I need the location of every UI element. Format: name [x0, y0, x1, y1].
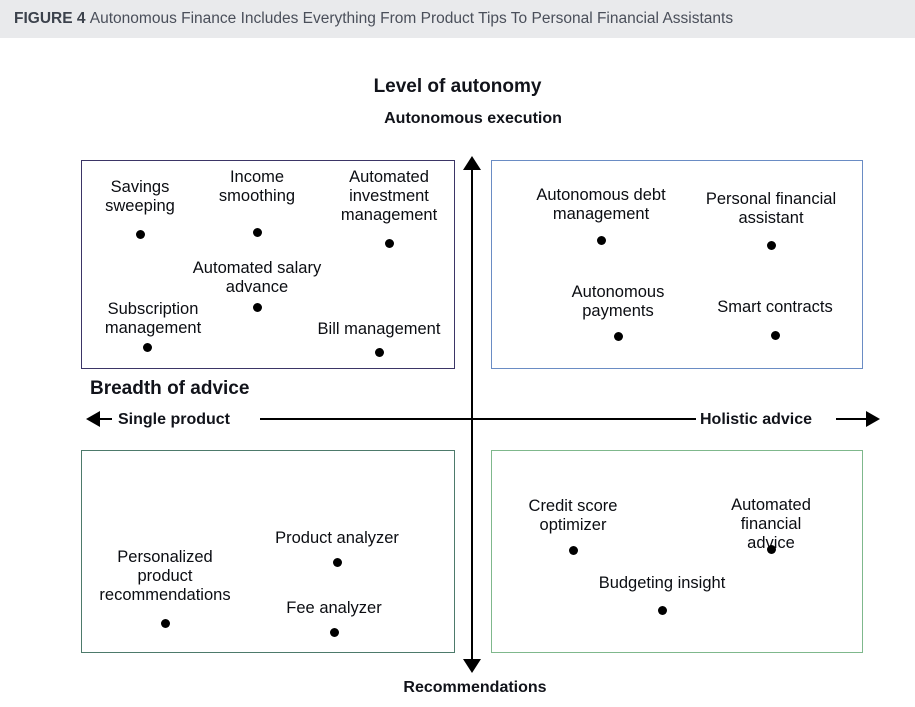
data-point-marker: [766, 544, 776, 554]
data-point-marker: [135, 229, 145, 239]
data-point: Autonomous debt management: [536, 186, 665, 224]
data-point-label: Product analyzer: [275, 529, 399, 547]
data-point: Fee analyzer: [286, 599, 381, 618]
data-point-label: Subscription management: [104, 300, 202, 337]
data-point-marker: [374, 347, 384, 357]
vertical-axis-bottom-label: Recommendations: [403, 679, 547, 696]
horizontal-axis-left-label: Single product: [118, 411, 230, 428]
data-point-label: Personal financial assistant: [705, 190, 837, 227]
arrow-right-icon: [866, 411, 880, 427]
data-point-marker: [332, 557, 342, 567]
horizontal-axis-right-label: Holistic advice: [700, 411, 813, 428]
data-point: Bill management: [318, 320, 441, 339]
figure-header-title: FIGURE 4 Autonomous Finance Includes Eve…: [14, 0, 733, 38]
data-point-label: Savings sweeping: [105, 178, 175, 215]
axis-label-gap-right: [696, 408, 836, 430]
data-point-label: Automated salary advance: [192, 259, 322, 296]
data-point: Smart contracts: [717, 298, 833, 317]
quadrant-top-left: [81, 160, 455, 369]
data-point: Automated salary advance: [193, 259, 321, 297]
figure-title-text: Autonomous Finance Includes Everything F…: [89, 10, 734, 27]
arrow-up-icon: [463, 156, 481, 170]
data-point-marker: [142, 342, 152, 352]
data-point-label: Credit score optimizer: [528, 497, 618, 534]
arrow-left-icon: [86, 411, 100, 427]
vertical-axis-top-label: Autonomous execution: [384, 110, 562, 127]
data-point: Personal financial assistant: [706, 190, 836, 228]
data-point-label: Fee analyzer: [286, 599, 382, 617]
data-point-marker: [160, 618, 170, 628]
data-point: Product analyzer: [275, 529, 399, 548]
figure-number: FIGURE 4: [14, 10, 86, 27]
data-point-label: Automated investment management: [340, 168, 438, 224]
data-point: Credit score optimizer: [529, 497, 618, 535]
data-point: Autonomous payments: [572, 283, 665, 321]
data-point-label: Budgeting insight: [598, 574, 726, 592]
data-point: Subscription management: [105, 300, 201, 338]
data-point-marker: [596, 235, 606, 245]
data-point-marker: [770, 330, 780, 340]
arrow-down-icon: [463, 659, 481, 673]
data-point: Budgeting insight: [599, 574, 726, 593]
horizontal-axis-title: Breadth of advice: [90, 378, 250, 399]
data-point: Personalized product recommendations: [99, 548, 230, 605]
quadrant-chart: Level of autonomy Autonomous execution B…: [0, 38, 915, 707]
data-point-marker: [384, 238, 394, 248]
horizontal-axis-line: [100, 418, 868, 420]
vertical-axis-title: Level of autonomy: [373, 76, 542, 97]
data-point-label: Personalized product recommendations: [99, 548, 231, 604]
data-point-label: Smart contracts: [717, 298, 833, 316]
quadrant-top-right: [491, 160, 863, 369]
data-point-label: Autonomous debt management: [536, 186, 666, 223]
data-point-marker: [329, 627, 339, 637]
data-point-marker: [766, 240, 776, 250]
data-point-marker: [568, 545, 578, 555]
data-point-marker: [252, 302, 262, 312]
axis-label-gap-left: [112, 408, 260, 430]
data-point-label: Bill management: [317, 320, 441, 338]
quadrant-bottom-left: [81, 450, 455, 653]
data-point-marker: [613, 331, 623, 341]
data-point-label: Automated financial advice: [731, 496, 811, 552]
quadrant-bottom-right: [491, 450, 863, 653]
data-point-marker: [657, 605, 667, 615]
data-point: Automated financial advice: [699, 496, 843, 553]
data-point-label: Income smoothing: [218, 168, 296, 205]
data-point: Automated investment management: [341, 168, 437, 225]
vertical-axis-line: [471, 166, 473, 661]
data-point: Income smoothing: [219, 168, 295, 206]
data-point-label: Autonomous payments: [571, 283, 665, 320]
figure-header-band: FIGURE 4 Autonomous Finance Includes Eve…: [0, 0, 915, 38]
data-point: Savings sweeping: [105, 178, 175, 216]
data-point-marker: [252, 227, 262, 237]
